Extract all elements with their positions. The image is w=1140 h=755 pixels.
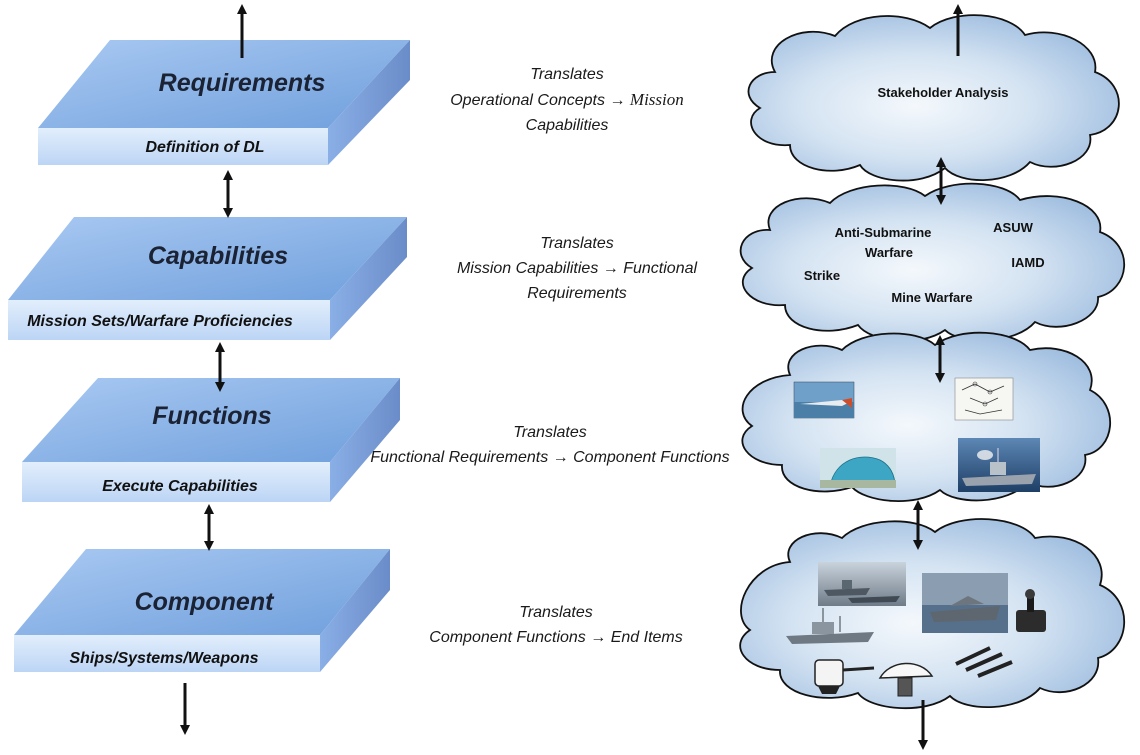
- block-top: [38, 40, 410, 128]
- block-front: [22, 462, 330, 502]
- translation-mapping: Component Functions → End Items: [429, 629, 682, 646]
- translation-3: Translates Functional Requirements → Com…: [370, 424, 729, 466]
- cloud-functions: [741, 331, 1112, 502]
- radar-dome-image: [878, 662, 934, 697]
- cloud-label-stakeholder: Stakeholder Analysis: [877, 85, 1008, 100]
- translation-mapping: Operational Concepts → Mission: [450, 90, 684, 109]
- right-arrows: [913, 4, 963, 750]
- warship-image: [786, 608, 874, 644]
- missile-image: [793, 381, 855, 419]
- translation-continuation: Capabilities: [526, 117, 609, 134]
- block-top: [8, 217, 407, 300]
- layer-title: Functions: [152, 402, 272, 430]
- cloud-label-mine: Mine Warfare: [891, 290, 972, 305]
- gun-mount-image: [814, 659, 875, 694]
- layer-functions: Functions Execute Capabilities: [22, 378, 400, 502]
- cloud-label-iamd: IAMD: [1011, 255, 1044, 270]
- layer-title: Requirements: [159, 69, 326, 97]
- translation-4: Translates Component Functions → End Ite…: [429, 604, 682, 646]
- layer-subtitle: Execute Capabilities: [102, 478, 258, 495]
- sensor-dome-image: [820, 448, 896, 488]
- layer-requirements: Requirements Definition of DL: [38, 40, 410, 165]
- layer-subtitle: Definition of DL: [145, 139, 264, 156]
- cloud-label-asw-2: Warfare: [865, 245, 913, 260]
- block-front: [14, 635, 320, 672]
- block-side: [328, 40, 410, 165]
- destroyer-image: [958, 438, 1040, 492]
- layer-title: Capabilities: [148, 242, 288, 270]
- joystick-image: [1016, 589, 1046, 632]
- cloud-shape: [747, 14, 1120, 182]
- layer-title: Component: [135, 588, 276, 616]
- cloud-label-strike: Strike: [804, 268, 840, 283]
- block-top: [14, 549, 390, 635]
- left-arrows: [180, 4, 247, 735]
- block-top: [22, 378, 400, 462]
- translation-label: Translates: [513, 424, 587, 441]
- block-front: [38, 128, 328, 165]
- missiles-image: [955, 646, 1013, 678]
- layer-subtitle: Ships/Systems/Weapons: [69, 650, 258, 667]
- layer-subtitle: Mission Sets/Warfare Proficiencies: [27, 313, 293, 330]
- cloud-missions: Anti-Submarine Warfare ASUW Strike IAMD …: [739, 182, 1126, 342]
- translation-1: Translates Operational Concepts → Missio…: [450, 66, 684, 134]
- cloud-label-asuw: ASUW: [993, 220, 1033, 235]
- translation-mapping: Mission Capabilities → Functional: [457, 260, 698, 277]
- layer-capabilities: Capabilities Mission Sets/Warfare Profic…: [8, 217, 407, 340]
- cloud-stakeholder: Stakeholder Analysis: [747, 14, 1120, 182]
- translation-label: Translates: [540, 235, 614, 252]
- block-front: [8, 300, 330, 340]
- translation-2: Translates Mission Capabilities → Functi…: [457, 235, 698, 302]
- block-side: [330, 217, 407, 340]
- block-side: [330, 378, 400, 502]
- cloud-shape: [739, 182, 1126, 342]
- ship-formation-image: [818, 562, 906, 606]
- zumwalt-image: [922, 573, 1008, 633]
- schematic-image: [954, 377, 1014, 421]
- layer-component: Component Ships/Systems/Weapons: [14, 549, 390, 672]
- translation-mapping: Functional Requirements → Component Func…: [370, 449, 729, 466]
- block-side: [320, 549, 390, 672]
- translation-continuation: Requirements: [527, 285, 627, 302]
- cloud-components: [739, 518, 1126, 710]
- translation-label: Translates: [530, 66, 604, 83]
- translation-label: Translates: [519, 604, 593, 621]
- cloud-label-asw: Anti-Submarine: [835, 225, 932, 240]
